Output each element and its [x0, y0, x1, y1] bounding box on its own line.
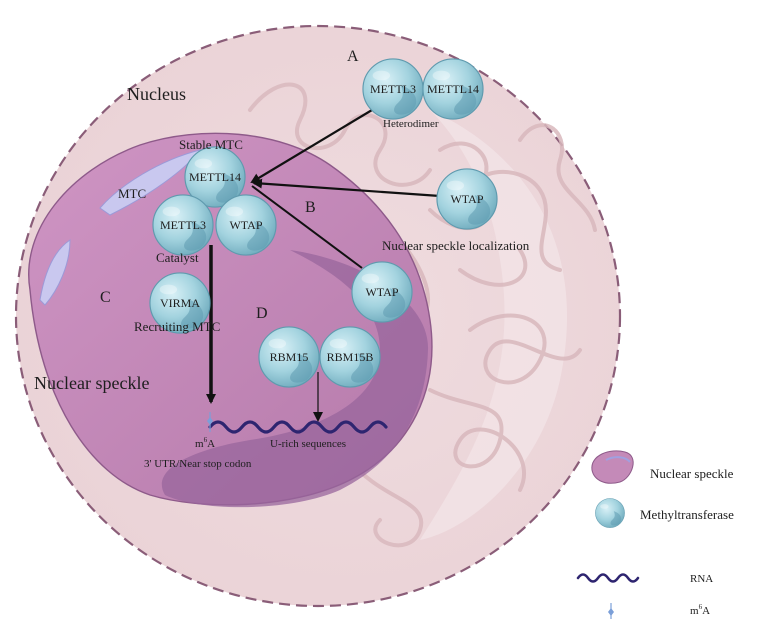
utr-label: 3' UTR/Near stop codon — [144, 458, 252, 470]
rbm15b-label: RBM15B — [327, 350, 374, 364]
legend-rna-label: RNA — [690, 573, 713, 585]
legend-nuclear-speckle-label: Nuclear speckle — [650, 466, 734, 481]
legend-methyltransferase-swatch — [595, 498, 625, 528]
catalyst-label: Catalyst — [156, 250, 199, 265]
legend-m6a-swatch — [608, 603, 614, 622]
protein-rbm15: RBM15 — [258, 326, 320, 388]
mettl14-core-label: METTL14 — [189, 170, 241, 184]
nuclear-speckle-localization-label: Nuclear speckle localization — [382, 238, 530, 253]
rbm15-label: RBM15 — [270, 350, 309, 364]
wtap-core-label: WTAP — [229, 218, 262, 232]
letter-b: B — [305, 199, 316, 216]
u-rich-label: U-rich sequences — [270, 438, 346, 450]
virma-label: VIRMA — [160, 296, 200, 310]
stable-mtc-label: Stable MTC — [179, 137, 243, 152]
mettl3-label: METTL3 — [370, 82, 416, 96]
letter-a: A — [347, 48, 359, 65]
nuclear-speckle — [28, 132, 433, 508]
m6a-site-marker — [207, 412, 213, 432]
rna-strand — [208, 420, 388, 434]
wtap-nucleoplasm-label: WTAP — [450, 192, 483, 206]
arrows — [206, 109, 441, 422]
heterodimer-label: Heterodimer — [383, 118, 439, 130]
protein-rbm15b: RBM15B — [319, 326, 381, 388]
recruiting-mtc-label: Recruiting MTC — [134, 319, 220, 334]
arrow-heterodimer-to-mtc — [250, 109, 373, 184]
protein-mettl3-heterodimer: METTL3 — [362, 58, 424, 120]
protein-mettl3-core: METTL3 — [152, 194, 214, 256]
protein-wtap-core: WTAP — [215, 194, 277, 256]
legend-methyltransferase-label: Methyltransferase — [640, 507, 734, 522]
mtc-label: MTC — [118, 186, 146, 201]
legend: Nuclear speckle Methyltransferase RNA m6… — [576, 450, 734, 622]
legend-rna-swatch — [576, 573, 640, 583]
protein-mettl14-heterodimer: METTL14 — [422, 58, 484, 120]
mettl3-core-label: METTL3 — [160, 218, 206, 232]
nuclear-speckle-label: Nuclear speckle — [34, 373, 149, 393]
protein-wtap-nucleoplasm: WTAP — [436, 168, 498, 230]
protein-mettl14-core: METTL14 — [184, 146, 246, 208]
protein-wtap-speckle-edge: WTAP — [351, 261, 413, 323]
wtap-speckle-label: WTAP — [365, 285, 398, 299]
nucleus-label: Nucleus — [127, 84, 186, 104]
protein-virma: VIRMA — [149, 272, 211, 334]
m6a-label: m6A — [195, 436, 215, 450]
mettl14-label: METTL14 — [427, 82, 479, 96]
letter-c: C — [100, 289, 111, 306]
letter-d: D — [256, 305, 268, 322]
arrow-speckle-wtap-to-mtc — [251, 185, 363, 269]
legend-m6a-label: m6A — [690, 603, 710, 617]
legend-speckle-swatch — [591, 450, 634, 484]
arrow-wtap-to-mtc — [252, 178, 441, 198]
